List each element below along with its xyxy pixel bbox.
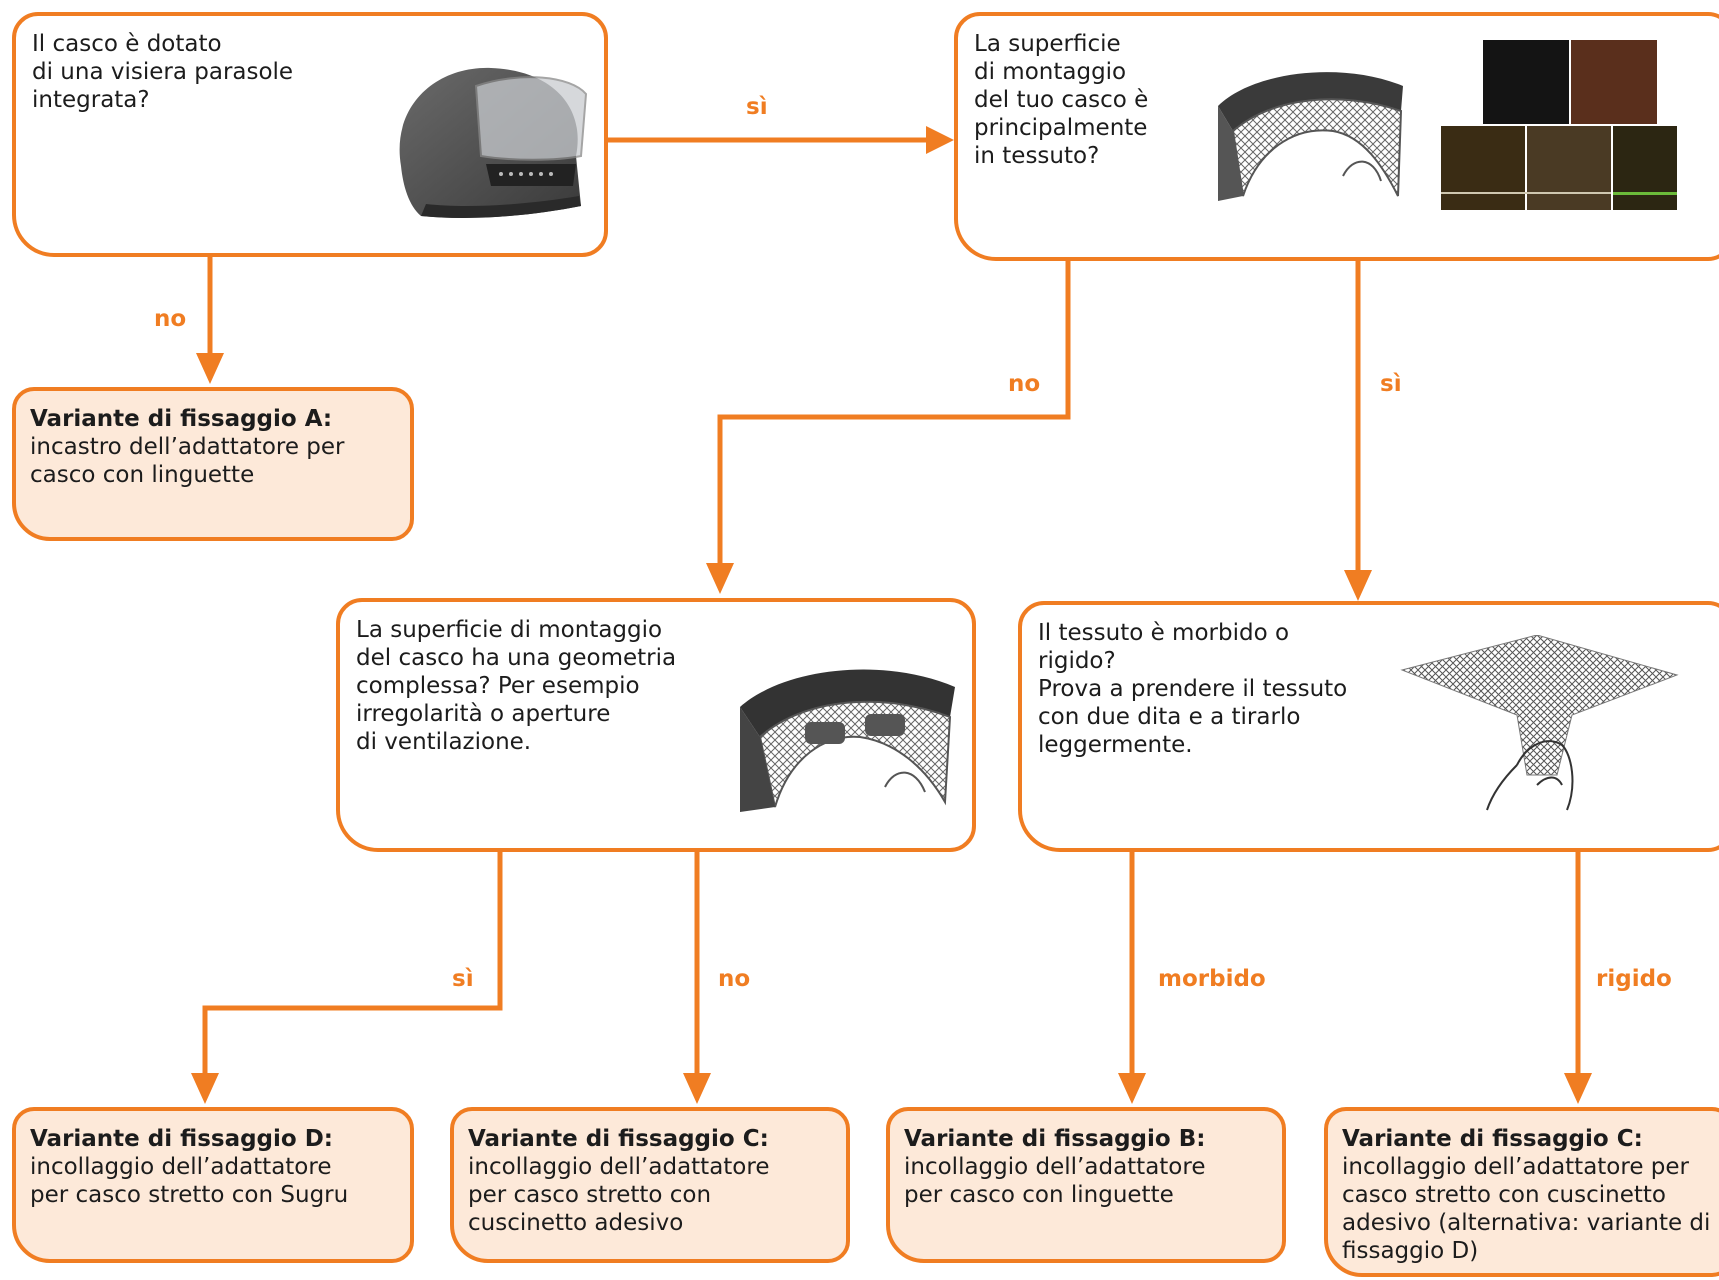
question-box-fabric: La superficie di montaggio del tuo casco… <box>954 12 1719 261</box>
arrowhead-q3-no <box>683 1073 711 1104</box>
result-variant-d-body: incollaggio dell’adattatore per casco st… <box>30 1154 349 1208</box>
question-box-geometry: La superficie di montaggio del casco ha … <box>336 598 976 852</box>
result-box-variant-c: Variante di fissaggio C: incollaggio del… <box>450 1107 850 1263</box>
label-q4-rigid: rigido <box>1596 966 1672 992</box>
label-q2-yes: sì <box>1380 371 1402 397</box>
arrowhead-q4-rigid <box>1564 1073 1592 1104</box>
arrowhead-q2-no <box>706 563 734 594</box>
result-variant-a-title: Variante di fissaggio A: <box>30 406 333 432</box>
arrow-q3-yes <box>202 852 503 1075</box>
question-visor-text: Il casco è dotato di una visiera parasol… <box>32 31 294 113</box>
result-variant-b-body: incollaggio dell’adattatore per casco co… <box>904 1154 1206 1208</box>
result-box-variant-b: Variante di fissaggio B: incollaggio del… <box>886 1107 1286 1263</box>
result-box-variant-c-alternative: Variante di fissaggio C: incollaggio del… <box>1324 1107 1719 1277</box>
label-q3-yes: sì <box>452 966 474 992</box>
result-variant-d-title: Variante di fissaggio D: <box>30 1126 333 1152</box>
arrowhead-q2-yes <box>1344 570 1372 601</box>
arrowhead-q4-soft <box>1118 1073 1146 1104</box>
result-variant-c-title: Variante di fissaggio C: <box>468 1126 769 1152</box>
arrowhead-q3-yes <box>191 1073 219 1104</box>
question-geometry-text: La superficie di montaggio del casco ha … <box>356 617 677 755</box>
fabric-pinch-hand-icon <box>1400 635 1679 811</box>
arrowhead-q1-yes <box>926 126 954 154</box>
result-variant-c-alt-body: incollaggio dell’adattatore per casco st… <box>1342 1154 1711 1264</box>
result-box-variant-a: Variante di fissaggio A: incastro dell’a… <box>12 387 414 541</box>
label-q1-yes: sì <box>746 94 768 120</box>
question-fabric-text: La superficie di montaggio del tuo casco… <box>974 31 1149 169</box>
label-q1-no: no <box>154 306 187 332</box>
result-box-variant-d: Variante di fissaggio D: incollaggio del… <box>12 1107 414 1263</box>
question-box-visor: Il casco è dotato di una visiera parasol… <box>12 12 608 257</box>
question-stiffness-text: Il tessuto è morbido o rigido? Prova a p… <box>1038 620 1348 758</box>
arrowhead-q1-no <box>196 353 224 384</box>
question-box-fabric-stiffness: Il tessuto è morbido o rigido? Prova a p… <box>1018 601 1719 852</box>
result-variant-b-title: Variante di fissaggio B: <box>904 1126 1206 1152</box>
result-variant-a-body: incastro dell’adattatore per casco con l… <box>30 434 345 488</box>
helmet-vent-shell-icon <box>740 669 955 812</box>
label-q2-no: no <box>1008 371 1041 397</box>
helmet-fabric-shell-icon <box>1218 72 1403 201</box>
label-q3-no: no <box>718 966 751 992</box>
label-q4-soft: morbido <box>1158 966 1266 992</box>
result-variant-c-body: incollaggio dell’adattatore per casco st… <box>468 1154 770 1236</box>
result-variant-c-alt-title: Variante di fissaggio C: <box>1342 1126 1643 1152</box>
fabric-swatch-icon <box>1441 40 1677 210</box>
helmet-visor-icon <box>399 67 588 218</box>
arrow-q2-no <box>717 261 1071 565</box>
